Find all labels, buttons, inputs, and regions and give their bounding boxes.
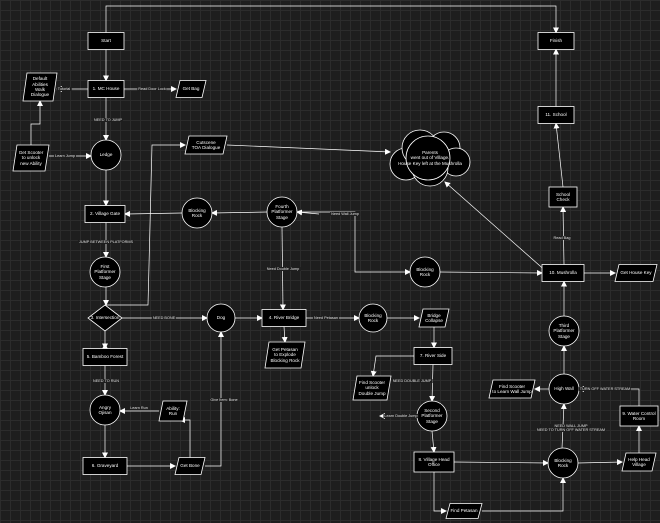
node-water-control <box>619 405 659 427</box>
node-cutscene <box>184 135 228 155</box>
node-fourth-platformer <box>266 196 298 228</box>
node-help-head <box>621 452 657 472</box>
node-finish <box>537 32 575 50</box>
connector-15 <box>430 430 437 453</box>
edge-label-need-bone: NEED BONE <box>151 316 177 320</box>
connector-32 <box>205 331 224 467</box>
edge-label-tutorial: Tutorial <box>56 87 72 91</box>
node-blocking-rock-3 <box>358 303 388 333</box>
node-find-petasan <box>445 503 483 519</box>
node-find-scooter-double <box>352 375 392 401</box>
edge-label-learn-run: Learn Run <box>129 406 149 410</box>
connector-40 <box>296 209 320 216</box>
node-get-house-key <box>614 264 658 282</box>
node-bridge-collapse <box>418 308 450 328</box>
connector-24 <box>553 122 564 188</box>
edge-label-need-to-jump: NEED TO JUMP <box>92 118 124 122</box>
edge-label-learn-double-jump: Learn Double Jump <box>383 414 419 418</box>
node-angry-ojisan <box>89 394 121 426</box>
connector-23 <box>560 206 567 265</box>
edge-label-need-wall-jump-2: NEED WALL JUMP NEED TO TURN OFF WATER ST… <box>535 424 607 432</box>
connector-39 <box>124 210 183 217</box>
node-ability-run <box>158 400 188 422</box>
connector-48 <box>433 472 447 514</box>
node-get-bone <box>174 457 206 475</box>
connector-4 <box>30 100 43 145</box>
node-river-side <box>413 347 453 365</box>
node-blocking-rock-2 <box>409 256 441 288</box>
edge-label-jump-between-platforms: JUMP BETWEEN PLATFORMS <box>77 240 135 244</box>
edge-label-need-wall-jump: Need Wall Jump <box>330 212 360 216</box>
node-parents <box>389 129 471 187</box>
node-mushrolla <box>541 264 585 282</box>
node-bamboo-forest <box>82 348 128 366</box>
connector-49 <box>482 477 566 512</box>
node-ledge <box>90 139 122 171</box>
node-get-petasan <box>264 341 306 369</box>
edge-label-need-double-jump-2: NEED DOUBLE JUMP <box>391 379 433 383</box>
edge-label-read-bag: Read Bag <box>552 236 572 240</box>
edge-label-need-double-jump-1: Need Double Jump <box>265 267 301 271</box>
node-blocking-rock-4 <box>547 447 579 479</box>
node-dog <box>206 303 236 333</box>
node-get-bag <box>175 80 207 98</box>
node-village-gate <box>84 205 126 223</box>
node-get-scooter <box>12 144 50 172</box>
connector-16 <box>453 459 549 466</box>
node-default-abilities <box>22 72 58 102</box>
connector-43 <box>444 181 549 274</box>
node-first-platformer <box>89 256 121 288</box>
edge-label-need-to-run: NEED TO RUN <box>91 379 121 383</box>
node-blocking-rock-1 <box>181 197 213 229</box>
node-second-platformer <box>416 400 448 432</box>
node-graveyard <box>82 457 128 475</box>
node-start <box>87 32 125 50</box>
node-find-scooter-wall <box>488 379 536 399</box>
node-village-head <box>413 451 455 473</box>
connector-42 <box>226 144 391 155</box>
connector-37 <box>281 326 288 343</box>
connector-44 <box>439 269 543 276</box>
edge-label-give-item-bone: Give Item: Bone <box>209 398 239 402</box>
connector-14 <box>429 364 436 402</box>
node-third-platformer <box>548 315 580 347</box>
node-mc-house <box>87 80 125 98</box>
edge-label-need-petasan: Need Petasan <box>312 316 340 320</box>
edge-label-read-door-lock: Read Door Lock <box>137 87 167 91</box>
connector-26 <box>105 5 559 34</box>
edge-label-learn-jump: Learn Jump <box>53 154 77 158</box>
node-school <box>537 106 575 124</box>
node-river-bridge <box>261 309 307 327</box>
node-school-check <box>548 186 578 208</box>
connector-38 <box>211 209 268 216</box>
node-high-wall <box>548 373 580 405</box>
connector-17 <box>577 459 623 466</box>
node-intersection <box>87 304 123 332</box>
edge-label-turn-off-water: TURN OFF WATER STREAM <box>578 387 632 391</box>
connector-41 <box>105 142 186 306</box>
